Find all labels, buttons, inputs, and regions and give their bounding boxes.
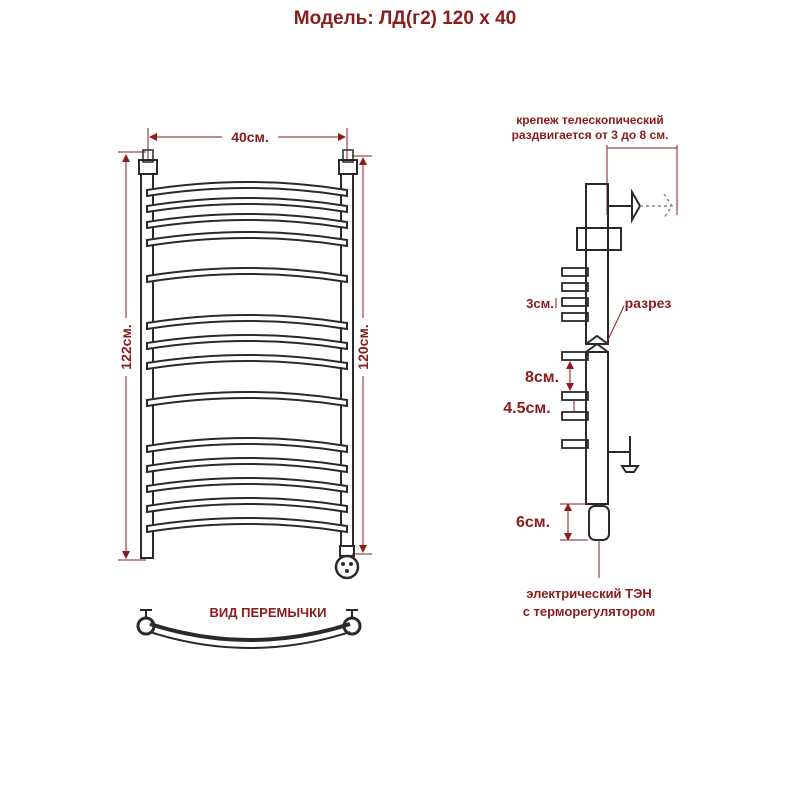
side-bar-stub	[561, 267, 589, 277]
connector-pin-icon	[349, 562, 353, 566]
cross-bar	[146, 391, 348, 408]
cut-break-top	[585, 334, 609, 345]
cut-label: разрез	[625, 295, 672, 311]
mount-label-line1: крепеж телескопический	[516, 113, 664, 127]
lower-bracket-cup	[620, 465, 640, 473]
dim-3cm-label: 3см.	[526, 296, 554, 311]
jumper-curve	[149, 622, 351, 642]
heater-connector-neck	[339, 545, 355, 557]
top-right-fitting	[342, 149, 354, 163]
dim-6cm-label: 6см.	[516, 514, 550, 531]
side-upper-pipe	[585, 183, 609, 345]
heater-connector-icon	[334, 554, 360, 580]
side-view: крепеж телескопический раздвигается от 3…	[503, 113, 678, 619]
side-bar-stub	[561, 312, 589, 322]
cross-bar	[146, 314, 348, 331]
cross-bar	[146, 197, 348, 214]
heater-label-line2: с терморегулятором	[523, 604, 656, 619]
jumper-curve-inner	[149, 631, 351, 649]
cross-bar	[146, 354, 348, 371]
jumper-view: ВИД ПЕРЕМЫЧКИ	[136, 605, 362, 649]
cut-leader-line	[605, 305, 625, 345]
cut-break-bottom	[585, 342, 609, 353]
cross-bar	[146, 213, 348, 230]
heater-label-line1: электрический ТЭН	[526, 586, 652, 601]
cross-bar	[146, 334, 348, 351]
cross-bar	[146, 497, 348, 514]
width-label: 40см.	[231, 129, 269, 145]
heater-element-body	[588, 505, 610, 541]
telescopic-cup-dashed	[663, 193, 673, 219]
side-bar-stub	[561, 282, 589, 292]
connector-pin-icon	[341, 562, 345, 566]
side-top-nut	[576, 227, 622, 251]
top-left-fitting	[142, 149, 154, 163]
connector-pin-icon	[345, 569, 349, 573]
cross-bar	[146, 231, 348, 248]
front-view: 40см. 122см. 120см.	[117, 128, 372, 580]
inner-height-label: 120см.	[355, 324, 371, 369]
cross-bar	[146, 437, 348, 454]
cross-bar	[146, 457, 348, 474]
upper-bracket-cup	[631, 188, 642, 224]
width-label-bg	[222, 128, 278, 146]
page-title: Модель: ЛД(г2) 120 х 40	[294, 8, 516, 29]
jumper-label: ВИД ПЕРЕМЫЧКИ	[210, 605, 327, 620]
side-bar-stub	[561, 439, 589, 449]
mount-label-line2: раздвигается от 3 до 8 см.	[512, 128, 669, 142]
side-bar-stub	[561, 391, 589, 401]
dim-4-5cm-label: 4.5см.	[503, 400, 550, 417]
side-bar-stub	[561, 411, 589, 421]
outer-height-label-bg	[117, 318, 135, 376]
inner-height-label-bg	[354, 318, 372, 376]
cross-bar	[146, 267, 348, 284]
dim-8cm-label: 8см.	[525, 369, 559, 386]
side-bar-stub	[561, 297, 589, 307]
outer-height-label: 122см.	[118, 324, 134, 369]
side-lower-pipe	[585, 351, 609, 505]
side-bar-stub	[561, 351, 589, 361]
cross-bars	[146, 181, 348, 534]
cross-bar	[146, 181, 348, 198]
cross-bar	[146, 477, 348, 494]
cross-bar	[146, 517, 348, 534]
